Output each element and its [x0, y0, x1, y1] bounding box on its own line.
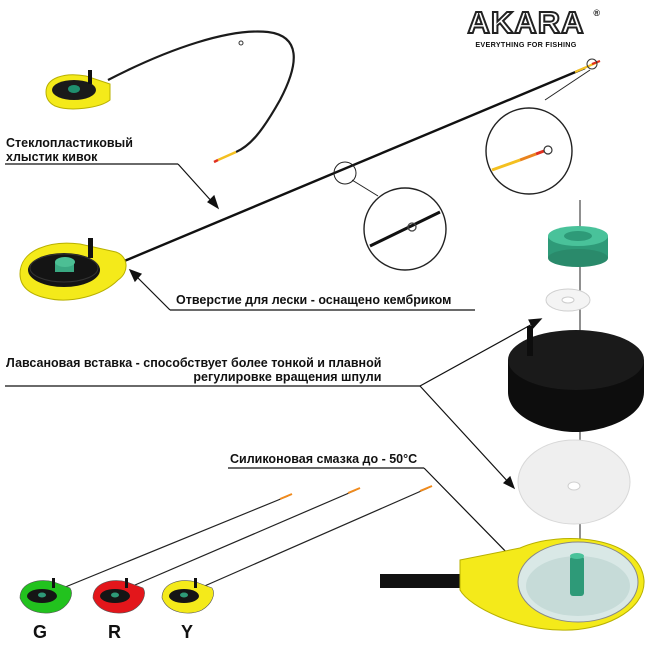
color-variant-reels [19, 578, 214, 614]
top-curved-rod [107, 30, 295, 154]
brand-name: AKARA [467, 5, 585, 41]
label-lavsan-line2: регулировке вращения шпули [193, 370, 382, 384]
label-line-hole: Отверстие для лески - оснащено кембриком [176, 293, 452, 307]
exploded-spool [380, 200, 645, 631]
main-rod [121, 66, 586, 264]
variant-rods [57, 485, 433, 591]
brand-tagline: EVERYTHING FOR FISHING [475, 40, 577, 49]
variant-code-y: Y [181, 622, 194, 642]
brand-logo: AKARA EVERYTHING FOR FISHING ® [458, 5, 600, 50]
registered-mark: ® [593, 8, 600, 18]
label-lavsan-insert: Лавсановая вставка - способствует более … [6, 356, 381, 384]
top-rod-tip [217, 150, 237, 162]
top-small-reel [45, 70, 111, 110]
variant-reel-g [19, 578, 72, 614]
label-lavsan-line1: Лавсановая вставка - способствует более … [6, 356, 382, 370]
variant-code-r: R [108, 622, 121, 642]
variant-code-g: G [33, 622, 48, 642]
label-fiberglass-tip-line1: Стеклопластиковый [6, 136, 133, 150]
label-fiberglass-tip: Стеклопластиковый хлыстик кивок [6, 136, 133, 164]
label-fiberglass-tip-line2: хлыстик кивок [6, 150, 98, 164]
variant-reel-y [161, 578, 214, 614]
big-reel [19, 238, 127, 301]
variant-reel-r [92, 578, 145, 614]
tip-zoom [485, 69, 591, 195]
guide-zoom [333, 161, 447, 271]
label-silicone-grease: Силиконовая смазка до - 50°С [230, 452, 418, 466]
